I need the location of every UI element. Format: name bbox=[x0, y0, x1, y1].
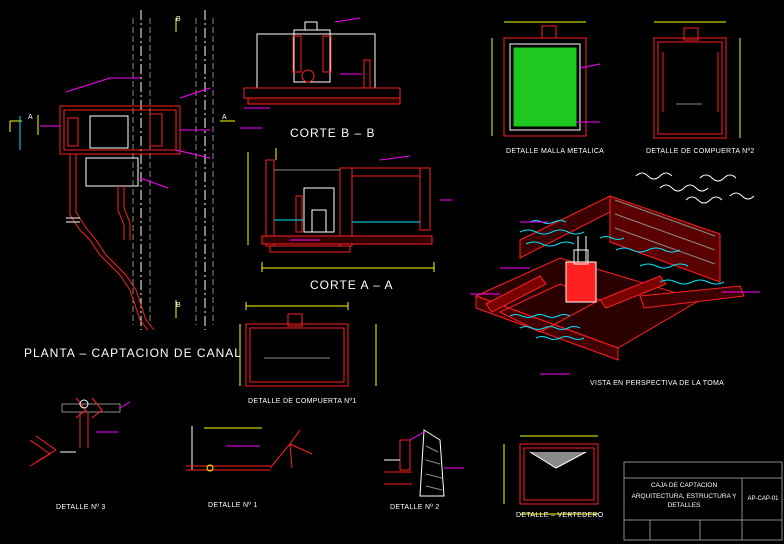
vista-perspectiva-title: VISTA EN PERSPECTIVA DE LA TOMA bbox=[590, 380, 725, 387]
corte-b-b bbox=[240, 17, 401, 129]
section-b-marker-bottom: B bbox=[176, 302, 181, 309]
detalle-compuerta-2-title: DETALLE DE COMPUERTA Nº2 bbox=[646, 148, 755, 155]
detalle-vertedero-title: DETALLE – VERTEDERO bbox=[516, 512, 604, 519]
title-block-line1: CAJA DE CAPTACION bbox=[650, 482, 718, 489]
detalle-vertedero bbox=[503, 435, 599, 515]
vista-perspectiva-toma bbox=[470, 172, 760, 375]
detalle-malla-metalica bbox=[491, 21, 601, 137]
section-a-marker-left-label: A bbox=[28, 114, 33, 121]
detalle-3-title: DETALLE Nº 3 bbox=[56, 504, 106, 511]
detalle-2-title: DETALLE Nº 2 bbox=[390, 504, 440, 511]
detalle-1 bbox=[186, 426, 313, 472]
detalle-compuerta-2 bbox=[653, 21, 741, 139]
corte-bb-title: CORTE B – B bbox=[290, 126, 376, 140]
corte-aa-title: CORTE A – A bbox=[310, 278, 394, 292]
planta-title: PLANTA – CAPTACION DE CANAL bbox=[24, 346, 242, 360]
title-block-line2: ARQUITECTURA, ESTRUCTURA Y DETALLES bbox=[631, 493, 737, 509]
detalle-3 bbox=[29, 397, 131, 467]
detalle-2 bbox=[384, 429, 464, 497]
detalle-compuerta-1-title: DETALLE DE COMPUERTA Nº1 bbox=[248, 398, 357, 405]
detalle-1-title: DETALLE Nº 1 bbox=[208, 502, 258, 509]
planta-captacion bbox=[9, 10, 235, 331]
title-block bbox=[623, 461, 783, 541]
corte-a-a bbox=[247, 148, 452, 272]
section-a-marker-right-label: A bbox=[222, 114, 227, 121]
section-b-marker-top: B bbox=[176, 16, 181, 23]
detalle-malla-title: DETALLE MALLA METALICA bbox=[506, 148, 605, 155]
title-block-sheet-code: AP-CAP-01 bbox=[747, 496, 779, 502]
detalle-compuerta-1 bbox=[239, 302, 377, 387]
